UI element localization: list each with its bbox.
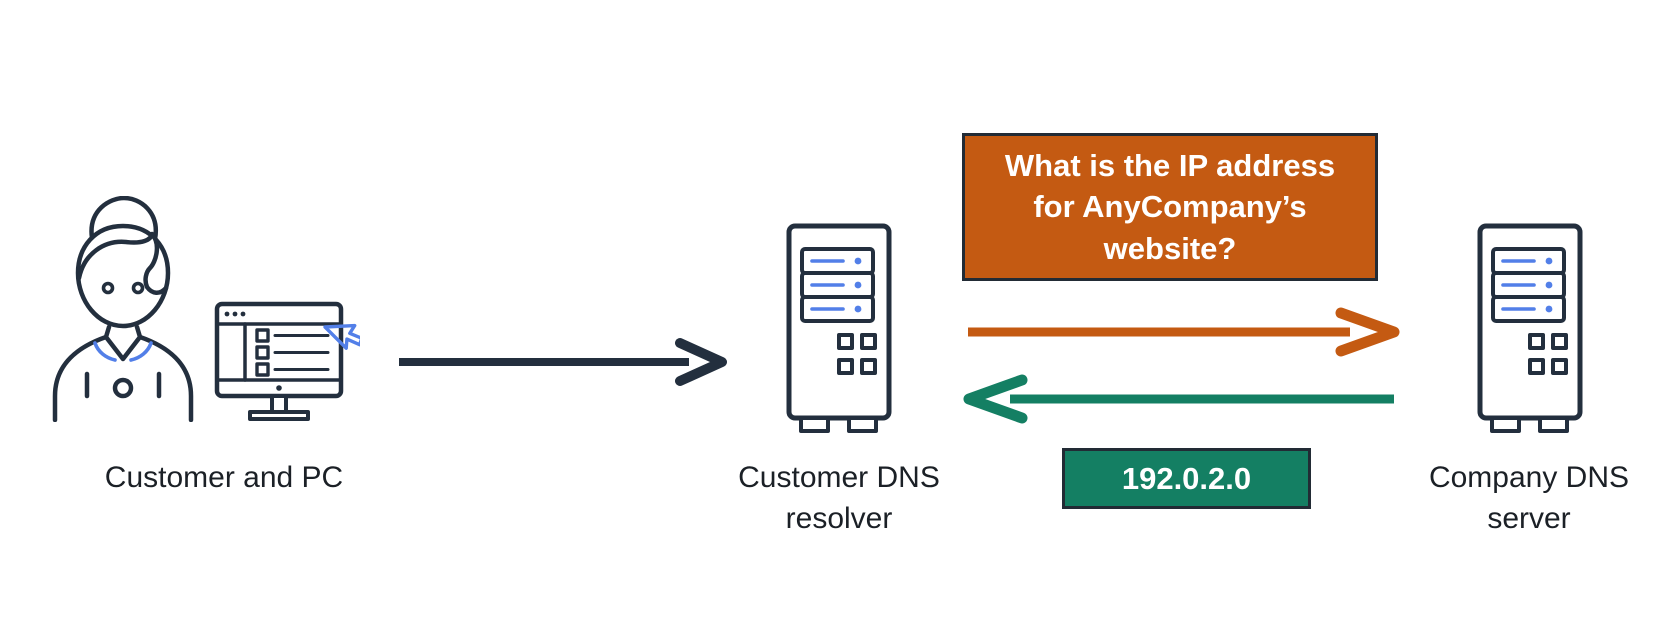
pc-monitor-icon [212, 300, 364, 427]
answer-box: 192.0.2.0 [1062, 448, 1311, 509]
company-dns-server-icon [1476, 222, 1584, 442]
arrow-response-icon [963, 374, 1394, 424]
person-icon [48, 195, 198, 427]
company-label: Company DNS server [1428, 461, 1630, 536]
arrow-query-icon [968, 307, 1400, 357]
resolver-label: Customer DNS resolver [738, 461, 940, 536]
arrow-customer-to-resolver [399, 338, 727, 386]
customer-label: Customer and PC [104, 461, 344, 494]
question-box: What is the IP address for AnyCompany’s … [962, 133, 1378, 281]
dns-resolver-server-icon [785, 222, 893, 442]
